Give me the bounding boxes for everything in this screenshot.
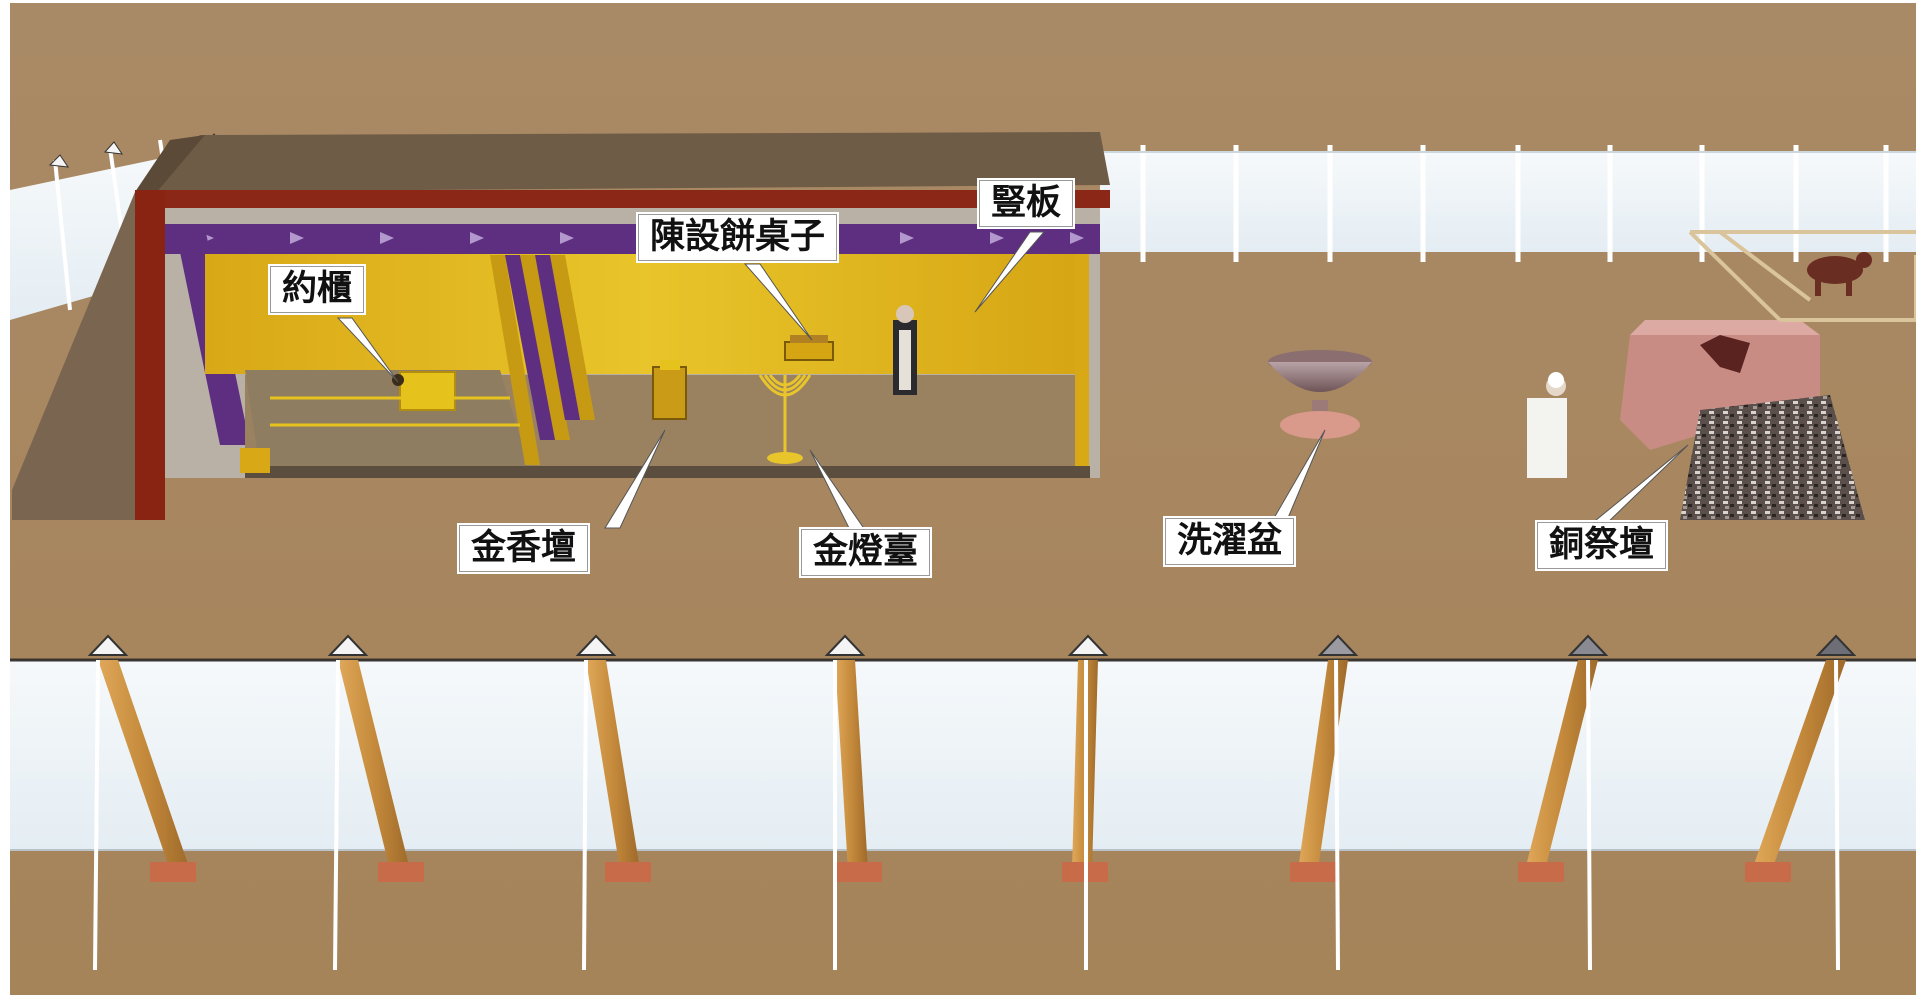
golden-lampstand <box>758 374 812 455</box>
ark-of-covenant <box>270 371 520 427</box>
animal-pen <box>1688 230 1916 322</box>
callout-pointers <box>336 231 1689 531</box>
tabernacle-frame-top <box>135 190 1110 208</box>
label-incense-altar: 金香壇 <box>457 523 591 574</box>
veil-pillars <box>490 255 595 465</box>
label-laver: 洗濯盆 <box>1163 516 1297 567</box>
animal <box>1807 252 1872 296</box>
priest-outside <box>1527 372 1567 478</box>
tabernacle-veil-band <box>165 224 1100 254</box>
front-curtain-wall <box>10 660 1916 850</box>
showbread-table <box>784 335 834 361</box>
label-boards: 豎板 <box>977 178 1076 229</box>
priest-inside <box>893 305 917 395</box>
tabernacle-side-covering <box>12 192 165 520</box>
bronze-laver <box>1268 350 1372 439</box>
label-lampstand: 金燈臺 <box>799 527 933 578</box>
label-showbread-table: 陳設餅桌子 <box>636 212 840 263</box>
tabernacle-roof <box>135 132 1110 192</box>
golden-incense-altar <box>652 360 687 420</box>
front-posts <box>87 634 1857 971</box>
label-ark-of-covenant: 約櫃 <box>268 264 367 315</box>
bronze-altar <box>1620 320 1865 520</box>
tabernacle-frame-left <box>135 190 165 520</box>
label-bronze-altar: 銅祭壇 <box>1535 520 1669 571</box>
